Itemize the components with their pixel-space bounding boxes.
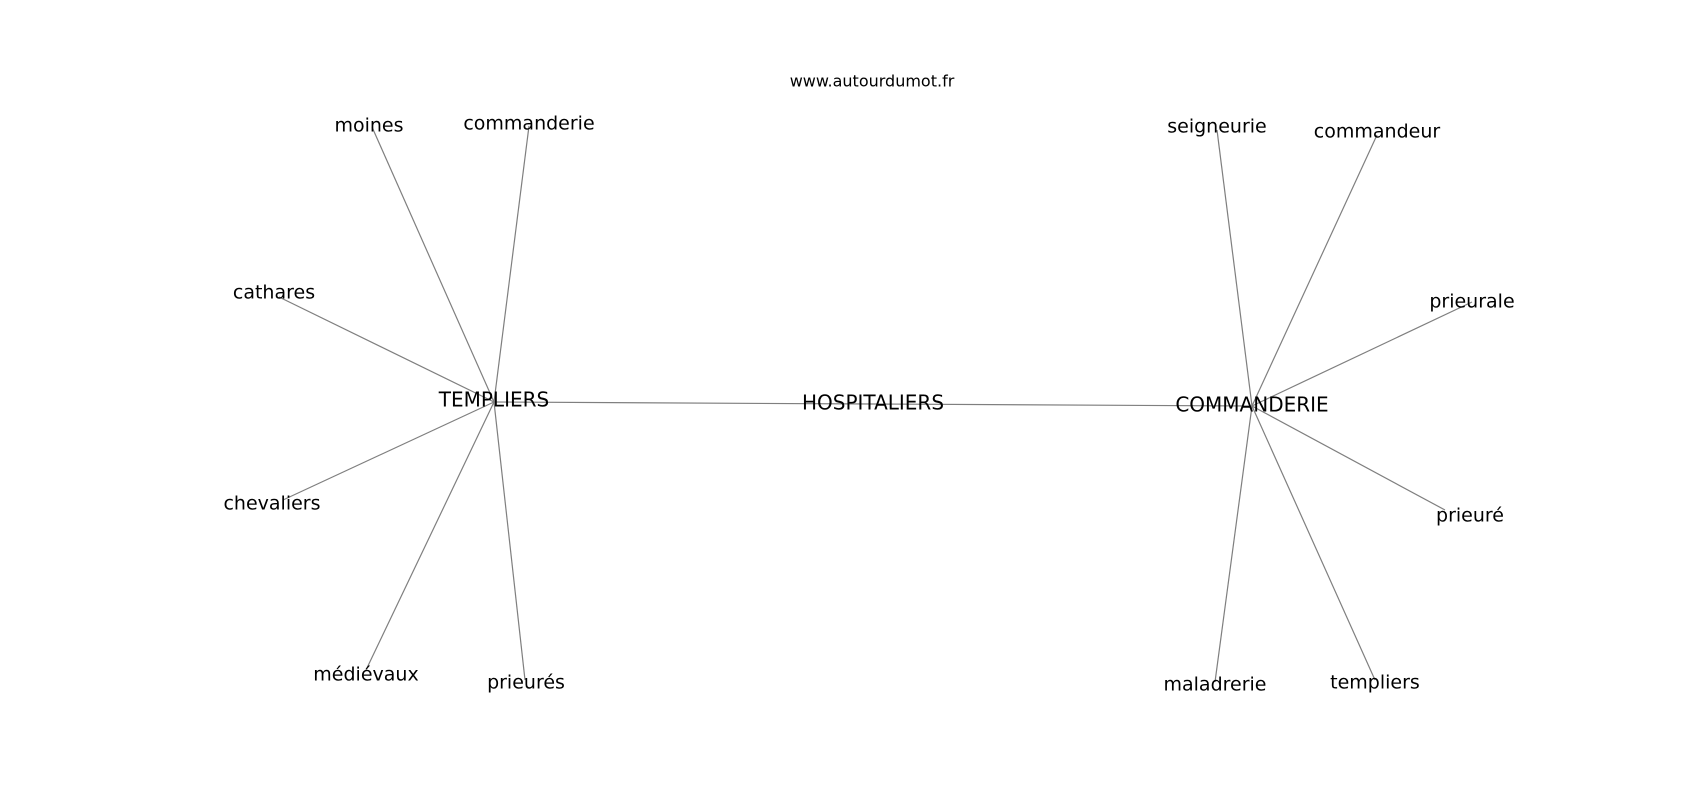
- edge-commanderie_hub-prieurale: [1251, 301, 1473, 407]
- node-commanderie: commanderie: [463, 113, 594, 135]
- edge-templiers_hub-commanderie: [493, 125, 530, 403]
- node-moines: moines: [334, 115, 403, 137]
- watermark-text[interactable]: www.autourdumot.fr: [790, 72, 955, 91]
- node-medievaux: médiévaux: [313, 664, 418, 686]
- node-templiers-hub: TEMPLIERS: [438, 388, 549, 412]
- edge-templiers_hub-hospitaliers: [493, 401, 874, 405]
- edge-commanderie_hub-prieure: [1251, 405, 1446, 511]
- graph-edges: [278, 125, 1473, 683]
- node-commanderie-hub: COMMANDERIE: [1175, 393, 1328, 417]
- node-hospitaliers: HOSPITALIERS: [802, 391, 944, 415]
- node-seigneurie: seigneurie: [1167, 116, 1266, 138]
- edge-templiers_hub-medievaux: [365, 401, 495, 671]
- edge-commanderie_hub-seigneurie: [1216, 129, 1253, 407]
- edge-commanderie_hub-templiers: [1251, 405, 1376, 681]
- node-chevaliers: chevaliers: [223, 493, 320, 515]
- node-templiers: templiers: [1330, 672, 1420, 694]
- edge-commanderie_hub-commandeur: [1251, 134, 1378, 407]
- edge-templiers_hub-prieures: [493, 401, 526, 681]
- node-commandeur: commandeur: [1314, 121, 1441, 143]
- node-maladrerie: maladrerie: [1164, 674, 1267, 696]
- edge-commanderie_hub-maladrerie: [1214, 405, 1253, 683]
- graph-labels: TEMPLIERS HOSPITALIERS COMMANDERIE moine…: [223, 113, 1514, 696]
- node-prieure: prieuré: [1436, 505, 1504, 527]
- edge-hospitaliers-commanderie_hub: [872, 403, 1253, 407]
- node-prieures: prieurés: [487, 672, 565, 694]
- node-cathares: cathares: [233, 282, 315, 304]
- edge-templiers_hub-cathares: [278, 296, 495, 403]
- edge-templiers_hub-moines: [371, 126, 495, 403]
- node-prieurale: prieurale: [1429, 291, 1514, 313]
- edge-templiers_hub-chevaliers: [282, 401, 495, 501]
